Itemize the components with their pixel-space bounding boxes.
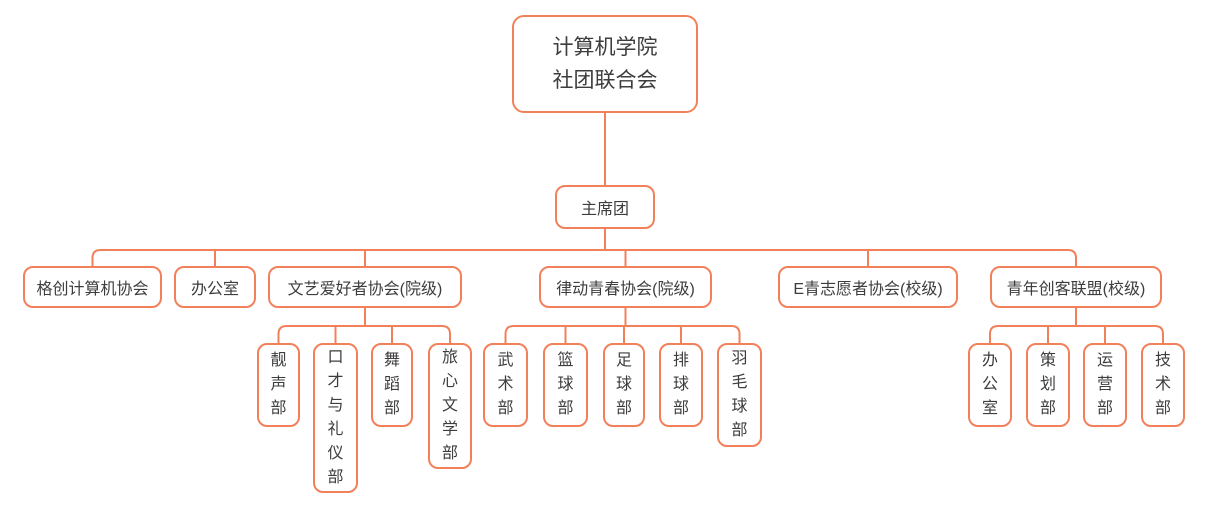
node-travel-literature-dept[interactable]: 旅心文学部 (428, 343, 472, 469)
node-label: 排球部 (672, 352, 689, 417)
node-gechuang-computer-assoc[interactable]: 格创计算机协会 (23, 266, 162, 308)
node-presidium[interactable]: 主席团 (555, 185, 655, 229)
node-label: 办公室 (190, 281, 239, 298)
node-label: 羽毛球部 (731, 350, 748, 439)
connector-level2-bus (91, 249, 1077, 266)
node-volleyball-dept[interactable]: 排球部 (659, 343, 703, 427)
node-label: 武术部 (497, 352, 514, 417)
node-voice-dept[interactable]: 靓声部 (257, 343, 300, 427)
node-eloquence-etiquette-dept[interactable]: 口才与礼仪部 (313, 343, 358, 493)
node-label: 旅心文学部 (441, 349, 458, 462)
node-label: 律动青春协会(院级) (556, 281, 695, 298)
node-label: 主席团 (580, 201, 629, 218)
node-label: 格创计算机协会 (36, 281, 149, 298)
node-rhythm-youth-assoc[interactable]: 律动青春协会(院级) (539, 266, 712, 308)
node-label: 篮球部 (557, 352, 574, 417)
root-label-line1: 计算机学院 (552, 36, 658, 59)
node-planning-dept[interactable]: 策划部 (1026, 343, 1070, 427)
connector-lvdong-bus (504, 308, 741, 343)
node-football-dept[interactable]: 足球部 (603, 343, 645, 427)
node-young-maker-union[interactable]: 青年创客联盟(校级) (990, 266, 1162, 308)
node-label: 文艺爱好者协会(院级) (287, 281, 443, 298)
node-technology-dept[interactable]: 技术部 (1141, 343, 1185, 427)
node-eqing-volunteer-assoc[interactable]: E青志愿者协会(校级) (778, 266, 958, 308)
root-label: 计算机学院 社团联合会 (553, 31, 658, 97)
node-dance-dept[interactable]: 舞蹈部 (371, 343, 413, 427)
node-label: 技术部 (1154, 352, 1171, 417)
node-label: E青志愿者协会(校级) (793, 281, 943, 298)
connector-wenyi-bus (277, 308, 451, 343)
node-badminton-dept[interactable]: 羽毛球部 (717, 343, 762, 447)
root-label-line2: 社团联合会 (552, 69, 658, 92)
node-label: 舞蹈部 (383, 352, 400, 417)
node-label: 运营部 (1096, 352, 1113, 417)
node-label: 口才与礼仪部 (327, 349, 344, 486)
node-office[interactable]: 办公室 (174, 266, 256, 308)
node-basketball-dept[interactable]: 篮球部 (543, 343, 588, 427)
node-arts-lovers-assoc[interactable]: 文艺爱好者协会(院级) (268, 266, 462, 308)
connector-chuangke-bus (989, 308, 1164, 343)
node-maker-office[interactable]: 办公室 (968, 343, 1012, 427)
node-label: 足球部 (615, 352, 632, 417)
node-label: 办公室 (981, 352, 998, 417)
node-operations-dept[interactable]: 运营部 (1083, 343, 1127, 427)
node-label: 策划部 (1039, 352, 1056, 417)
node-label: 青年创客联盟(校级) (1006, 281, 1146, 298)
node-label: 靓声部 (270, 352, 287, 417)
node-martial-arts-dept[interactable]: 武术部 (483, 343, 528, 427)
node-root-federation[interactable]: 计算机学院 社团联合会 (512, 15, 698, 113)
